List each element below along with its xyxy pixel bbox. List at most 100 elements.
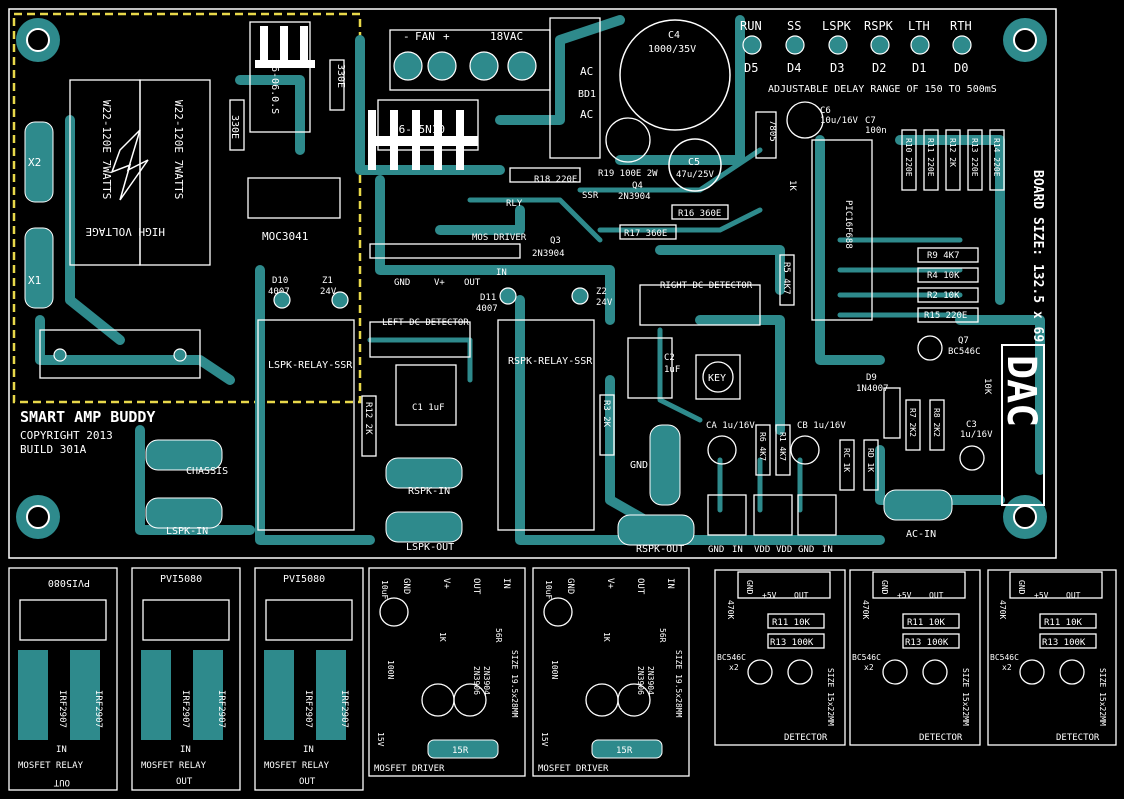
- moc-block: MOC3041 06-06.0.S 330E 330E: [229, 21, 346, 243]
- detector-board-2: GND +5V OUT R11 10K R13 100K 470K BC546C…: [849, 569, 981, 746]
- rspk-relay-label: RSPK-RELAY-SSR: [508, 356, 593, 367]
- fan-label: FAN: [415, 30, 435, 43]
- board-size: BOARD SIZE: 132.5 x 69: [1030, 170, 1045, 342]
- det3-r13: R13 100K: [1042, 638, 1086, 648]
- speaker-pads: CHASSIS LSPK-IN RSPK-IN LSPK-OUT RSPK-OU…: [145, 439, 695, 555]
- drv1-c100n: 100N: [386, 660, 395, 679]
- gnd-pad-label: GND: [630, 460, 648, 471]
- drv2-in: IN: [665, 578, 675, 589]
- relay1-out: OUT: [53, 777, 70, 787]
- relay1-fet2: IRF2907: [93, 690, 103, 728]
- det1-gnd: GND: [745, 580, 754, 595]
- d10-label: D10: [272, 276, 288, 286]
- bottom-conn-vdd-a: VDD: [754, 545, 770, 555]
- drv2-15r: 15R: [616, 746, 633, 756]
- fuse-x2-label: X2: [28, 156, 41, 169]
- led-rspk-label: RSPK: [864, 19, 894, 33]
- relay2-part: PVI5080: [160, 574, 202, 585]
- c2-label: C2: [664, 353, 675, 363]
- led-lth-label: LTH: [908, 19, 930, 33]
- c7-label: C7: [865, 116, 876, 126]
- c5-label: C5: [688, 157, 700, 168]
- left-dc-label: LEFT DC DETECTOR: [382, 318, 469, 328]
- det3-qx: x2: [1002, 663, 1012, 672]
- relay2-fet1: IRF2907: [180, 690, 190, 728]
- hv-warning: HIGH VOLTAGE: [86, 225, 165, 238]
- drv2-56r: 56R: [658, 628, 667, 643]
- ssr-label: SSR: [582, 191, 599, 201]
- r18-label: R18 220E: [534, 175, 577, 185]
- regulator-block: [377, 99, 479, 151]
- relay3-fet1: IRF2907: [303, 690, 313, 728]
- drv1-size: SIZE 19.5x28MM: [510, 650, 519, 718]
- right-dc-label: RIGHT DC DETECTOR: [660, 281, 753, 291]
- led-d5-label: D5: [744, 61, 758, 75]
- led-d4-label: D4: [787, 61, 801, 75]
- det1-out: OUT: [794, 591, 809, 600]
- z2-label: Z2: [596, 287, 607, 297]
- c6-value: 10u/16V: [820, 116, 859, 126]
- d11-value: 4007: [476, 304, 498, 314]
- det2-out: OUT: [929, 591, 944, 600]
- bottom-conn-gnd-a: GND: [708, 545, 724, 555]
- drv2-q2: 2N3906: [636, 666, 645, 695]
- det1-q: BC546C: [717, 653, 746, 662]
- led-lspk-label: LSPK: [822, 19, 852, 33]
- resistor-w22-label-b: W22-120E 7WATTS: [172, 100, 185, 199]
- drv2-c100n: 100N: [550, 660, 559, 679]
- ac-2-label: AC: [580, 108, 593, 121]
- r12-label: R12 2K: [948, 138, 957, 167]
- det3-r11: R11 10K: [1044, 618, 1083, 628]
- c1-label: C1 1uF: [412, 403, 445, 413]
- r6-label: R6 4K7: [758, 432, 767, 461]
- lspk-relay: [257, 319, 355, 531]
- drv1-56r: 56R: [494, 628, 503, 643]
- relay3-out: OUT: [299, 777, 316, 787]
- gnd-pad: [649, 424, 681, 506]
- r2-label: R2 10K: [927, 291, 960, 301]
- r15-label: R15 220E: [924, 311, 967, 321]
- q4-label: Q4: [632, 181, 643, 191]
- q3-label: Q3: [550, 236, 561, 246]
- mosfet-relay-board-3: PVI5080 IRF2907 IRF2907 IN MOSFET RELAY …: [254, 567, 364, 791]
- lspk-in-label: LSPK-IN: [166, 526, 208, 537]
- opto-label: 06-06.0.S: [269, 60, 280, 114]
- det2-gnd: GND: [880, 580, 889, 595]
- mosfet-relay-board-2: PVI5080 IRF2907 IRF2907 IN MOSFET RELAY …: [131, 567, 241, 791]
- det3-size: SIZE 15x22MM: [1098, 668, 1107, 726]
- drv1-15v: 15V: [376, 732, 385, 747]
- relay2-out: OUT: [176, 777, 193, 787]
- r330-a-label: 330E: [335, 64, 346, 88]
- relay2-in: IN: [180, 745, 191, 755]
- detector-board-3: GND +5V OUT R11 10K R13 100K 470K BC546C…: [987, 569, 1117, 746]
- resistor-bank-right: R9 4K7 R4 10K R2 10K R15 220E: [917, 247, 979, 323]
- drv1-q2: 2N3906: [472, 666, 481, 695]
- rspk-relay: [497, 319, 595, 531]
- rc-label: RC 1K: [842, 448, 851, 472]
- det2-title: DETECTOR: [919, 733, 963, 743]
- r10-label: R10 220E: [904, 138, 913, 177]
- relay3-fet2: IRF2907: [339, 690, 349, 728]
- key-label: KEY: [708, 373, 726, 384]
- drv2-cap: 10uF: [544, 580, 553, 599]
- led-d3-label: D3: [830, 61, 844, 75]
- relay2-title: MOSFET RELAY: [141, 761, 207, 771]
- moc-label: MOC3041: [262, 230, 308, 243]
- r1-label: R1 4K7: [778, 432, 787, 461]
- fan-minus-label: -: [403, 30, 410, 43]
- c6-label: C6: [820, 106, 831, 116]
- det1-r13: R13 100K: [770, 638, 814, 648]
- drv2-15v: 15V: [540, 732, 549, 747]
- heatsink: [255, 26, 478, 170]
- mcu-label: PIC16F688: [843, 200, 853, 249]
- r1k-label: 1K: [787, 180, 797, 191]
- q7-value: BC546C: [948, 347, 981, 357]
- det2-q: BC546C: [852, 653, 881, 662]
- led-ss-label: SS: [787, 19, 801, 33]
- bridge-rectifier: AC BD1 AC: [549, 17, 601, 159]
- ac-1-label: AC: [580, 65, 593, 78]
- relay1-fet1: IRF2907: [57, 690, 67, 728]
- power-terminals: - FAN + 18VAC: [389, 29, 551, 91]
- drv2-out: OUT: [635, 578, 645, 595]
